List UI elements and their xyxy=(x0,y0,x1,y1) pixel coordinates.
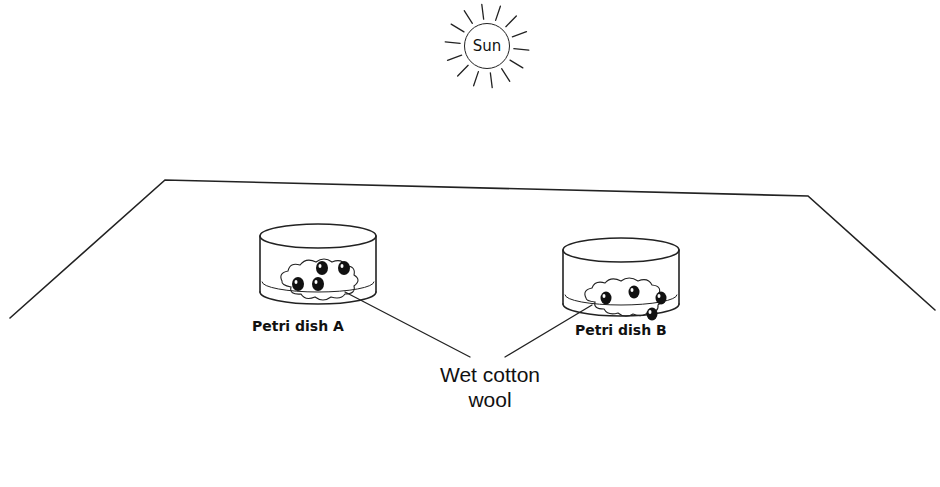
sun-circle: Sun xyxy=(464,23,510,69)
dish-label: Petri dish B xyxy=(575,322,667,339)
sun-rays xyxy=(445,4,529,87)
dish-label: Petri dish A xyxy=(252,318,344,335)
seeds xyxy=(292,261,667,321)
cotton-wool xyxy=(585,278,662,316)
sun-label: Sun xyxy=(473,37,502,55)
table-top xyxy=(10,180,935,318)
part-label: Wet cotton wool xyxy=(425,362,555,412)
cotton-wool xyxy=(281,259,358,300)
petri-dish xyxy=(563,238,679,316)
leader-line xyxy=(345,292,470,357)
petri-dish xyxy=(260,224,376,304)
